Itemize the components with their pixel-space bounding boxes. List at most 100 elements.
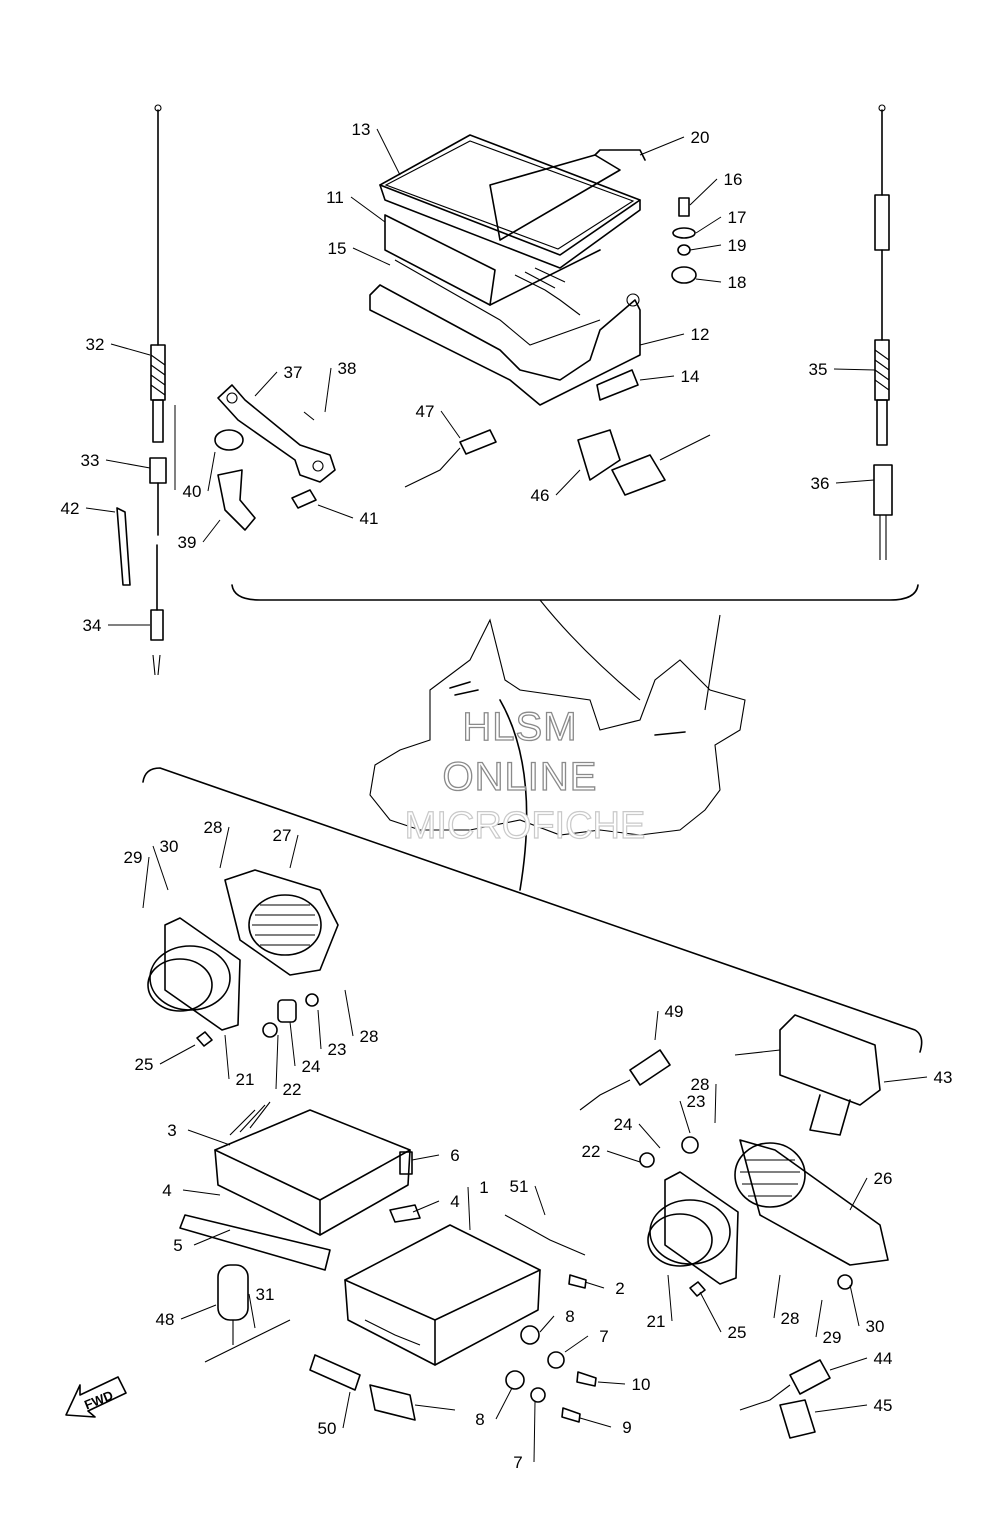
leader-line-45 — [814, 1404, 868, 1413]
callout-label-41: 41 — [360, 509, 379, 528]
leader-line-23 — [679, 1100, 691, 1134]
callout-label-8: 8 — [475, 1410, 484, 1429]
leader-line-24 — [289, 1021, 296, 1067]
switch-46 — [577, 429, 711, 496]
forward-arrow: FWD — [65, 1376, 127, 1418]
unit-1 — [344, 1214, 586, 1366]
leader-line-14 — [639, 375, 675, 381]
leader-line-1 — [467, 1186, 471, 1231]
callout-label-36: 36 — [811, 474, 830, 493]
callout-label-47: 47 — [416, 402, 435, 421]
leader-line-50 — [342, 1391, 351, 1429]
speaker-right-assembly — [639, 1136, 889, 1297]
callout-label-4: 4 — [450, 1192, 459, 1211]
leader-line-38 — [324, 367, 332, 413]
bolt-16-17-18-19 — [671, 197, 697, 284]
leader-line-29 — [815, 1299, 823, 1338]
callout-label-28: 28 — [360, 1027, 379, 1046]
capacitor-48 — [204, 1264, 291, 1363]
parts-44-45 — [739, 1359, 831, 1439]
switch-14 — [596, 369, 639, 401]
leader-line-3 — [187, 1129, 231, 1146]
hardware-7-8-9-10 — [505, 1274, 597, 1423]
callout-label-27: 27 — [273, 826, 292, 845]
motorcycle-outline — [369, 599, 746, 836]
watermark-line-2: ONLINE — [443, 755, 598, 799]
leader-line-48 — [180, 1304, 217, 1320]
leader-line-7 — [564, 1335, 589, 1353]
leader-line-22 — [606, 1150, 641, 1163]
leader-line-43 — [883, 1076, 928, 1083]
leader-line-30 — [849, 1284, 860, 1327]
bracket-42 — [116, 507, 131, 586]
leader-line-17 — [695, 216, 722, 234]
callout-label-34: 34 — [83, 616, 102, 635]
callout-label-21: 21 — [236, 1070, 255, 1089]
callout-label-29: 29 — [823, 1328, 842, 1347]
leader-line-15 — [352, 247, 391, 266]
connector-50 — [309, 1354, 456, 1421]
callout-label-1: 1 — [479, 1178, 488, 1197]
leader-line-4 — [182, 1189, 221, 1196]
callout-label-24: 24 — [302, 1057, 321, 1076]
leader-line-21 — [224, 1034, 230, 1080]
callout-label-50: 50 — [318, 1419, 337, 1438]
callout-label-24: 24 — [614, 1115, 633, 1134]
leader-line-31 — [248, 1293, 256, 1329]
callout-label-13: 13 — [352, 120, 371, 139]
callout-label-28: 28 — [691, 1075, 710, 1094]
callout-label-19: 19 — [728, 236, 747, 255]
callout-label-10: 10 — [632, 1375, 651, 1394]
leader-line-4 — [412, 1200, 440, 1213]
callout-label-30: 30 — [160, 837, 179, 856]
left-antenna — [149, 104, 167, 676]
leader-line-10 — [597, 1381, 626, 1385]
leader-line-27 — [289, 834, 299, 869]
leader-line-51 — [534, 1185, 546, 1216]
leader-line-41 — [317, 504, 354, 519]
leader-line-13 — [376, 128, 401, 176]
leader-line — [499, 699, 528, 891]
leader-line-7 — [533, 1401, 536, 1463]
callout-label-26: 26 — [874, 1169, 893, 1188]
leader-line-2 — [584, 1281, 605, 1289]
leader-line-16 — [689, 178, 718, 206]
leader-line-21 — [667, 1274, 673, 1322]
right-antenna — [873, 104, 893, 560]
sensor-47 — [404, 429, 497, 488]
leader-line-28 — [714, 1083, 717, 1124]
sensor-49 — [579, 1049, 671, 1111]
leader-line-18 — [695, 278, 722, 283]
callout-label-38: 38 — [338, 359, 357, 378]
callout-label-22: 22 — [582, 1142, 601, 1161]
callout-label-18: 18 — [728, 273, 747, 292]
callout-label-31: 31 — [256, 1285, 275, 1304]
leader-line-11 — [350, 196, 386, 223]
amplifier-assembly — [179, 1101, 421, 1271]
leader-line-49 — [654, 1010, 659, 1041]
control-box-assembly — [369, 134, 646, 406]
leader-line-24 — [638, 1123, 661, 1149]
leader-line-23 — [317, 1009, 322, 1050]
callout-label-2: 2 — [615, 1279, 624, 1298]
callout-label-43: 43 — [934, 1068, 953, 1087]
leader-line-9 — [579, 1417, 612, 1428]
callout-label-29: 29 — [124, 848, 143, 867]
callout-label-4: 4 — [162, 1181, 171, 1200]
callout-label-6: 6 — [450, 1146, 459, 1165]
callout-label-20: 20 — [691, 128, 710, 147]
grommet-40 — [214, 429, 244, 451]
callout-label-3: 3 — [167, 1121, 176, 1140]
leader-line-47 — [440, 410, 461, 439]
leader-line-8 — [539, 1315, 555, 1333]
callout-label-16: 16 — [724, 170, 743, 189]
callout-label-17: 17 — [728, 208, 747, 227]
callout-label-14: 14 — [681, 367, 700, 386]
callout-label-42: 42 — [61, 499, 80, 518]
callout-label-23: 23 — [328, 1040, 347, 1059]
callout-label-21: 21 — [647, 1312, 666, 1331]
leader-line-25 — [699, 1291, 722, 1333]
callout-label-7: 7 — [599, 1327, 608, 1346]
callout-label-33: 33 — [81, 451, 100, 470]
